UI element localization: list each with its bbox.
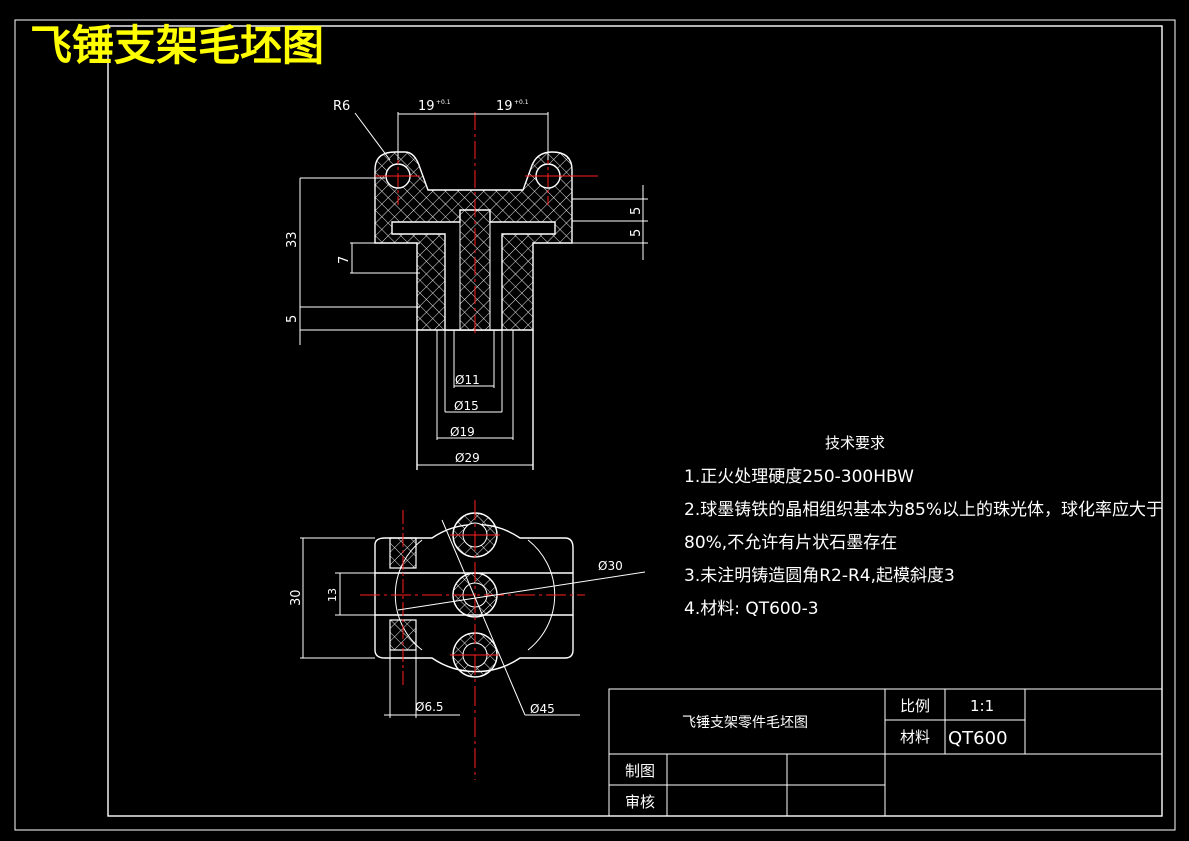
tech-item-1: 1.正火处理硬度250-300HBW bbox=[684, 467, 914, 487]
dim-d30: Ø30 bbox=[598, 559, 623, 573]
tech-item-4: 4.材料: QT600-3 bbox=[684, 599, 819, 619]
dim-7: 7 bbox=[337, 256, 352, 264]
dim-d15: Ø15 bbox=[454, 399, 479, 413]
dim-5-left: 5 bbox=[285, 315, 300, 323]
part-name: 飞锤支架零件毛坯图 bbox=[682, 715, 808, 731]
plan-view: 30 13 Ø6.5 Ø30 Ø45 bbox=[289, 500, 646, 780]
dim-5-a: 5 bbox=[629, 207, 644, 215]
dim-d11: Ø11 bbox=[455, 373, 480, 387]
dim-d6-5: Ø6.5 bbox=[415, 700, 444, 714]
dim-13: 13 bbox=[326, 588, 339, 602]
dim-d19: Ø19 bbox=[450, 425, 475, 439]
dim-5-b: 5 bbox=[629, 229, 644, 237]
drawn-label: 制图 bbox=[625, 762, 655, 780]
tech-requirements: 技术要求 1.正火处理硬度250-300HBW 2.球墨铸铁的晶相组织基本为85… bbox=[684, 434, 1163, 619]
dim-d29: Ø29 bbox=[455, 451, 480, 465]
tech-item-2-cont: 80%,不允许有片状石墨存在 bbox=[684, 533, 897, 553]
inner-frame bbox=[107, 25, 1163, 817]
front-view: 19 19 +0.1 +0.1 R6 33 5 7 5 5 Ø11 Ø15 Ø1… bbox=[285, 99, 648, 470]
tech-item-3: 3.未注明铸造圆角R2-R4,起模斜度3 bbox=[684, 566, 955, 586]
tech-heading: 技术要求 bbox=[825, 434, 885, 452]
drawing-title: 飞锤支架毛坯图 bbox=[30, 21, 324, 70]
title-block: 飞锤支架零件毛坯图 比例 1:1 材料 QT600 制图 审核 bbox=[608, 688, 1163, 817]
dim-d45: Ø45 bbox=[530, 702, 555, 716]
svg-text:+0.1: +0.1 bbox=[514, 99, 529, 106]
dim-19-left: 19 bbox=[418, 99, 435, 114]
outer-border bbox=[14, 19, 1176, 831]
radius-label: R6 bbox=[333, 99, 350, 114]
check-label: 审核 bbox=[625, 793, 655, 811]
svg-text:+0.1: +0.1 bbox=[436, 99, 451, 106]
dim-19-right: 19 bbox=[496, 99, 513, 114]
dim-33: 33 bbox=[285, 231, 300, 248]
dim-30: 30 bbox=[289, 589, 304, 606]
material-value: QT600 bbox=[948, 728, 1008, 749]
scale-label: 比例 bbox=[900, 697, 930, 715]
material-label: 材料 bbox=[900, 728, 930, 746]
tech-item-2: 2.球墨铸铁的晶相组织基本为85%以上的珠光体，球化率应大于 bbox=[684, 500, 1163, 520]
scale-value: 1:1 bbox=[970, 697, 994, 715]
